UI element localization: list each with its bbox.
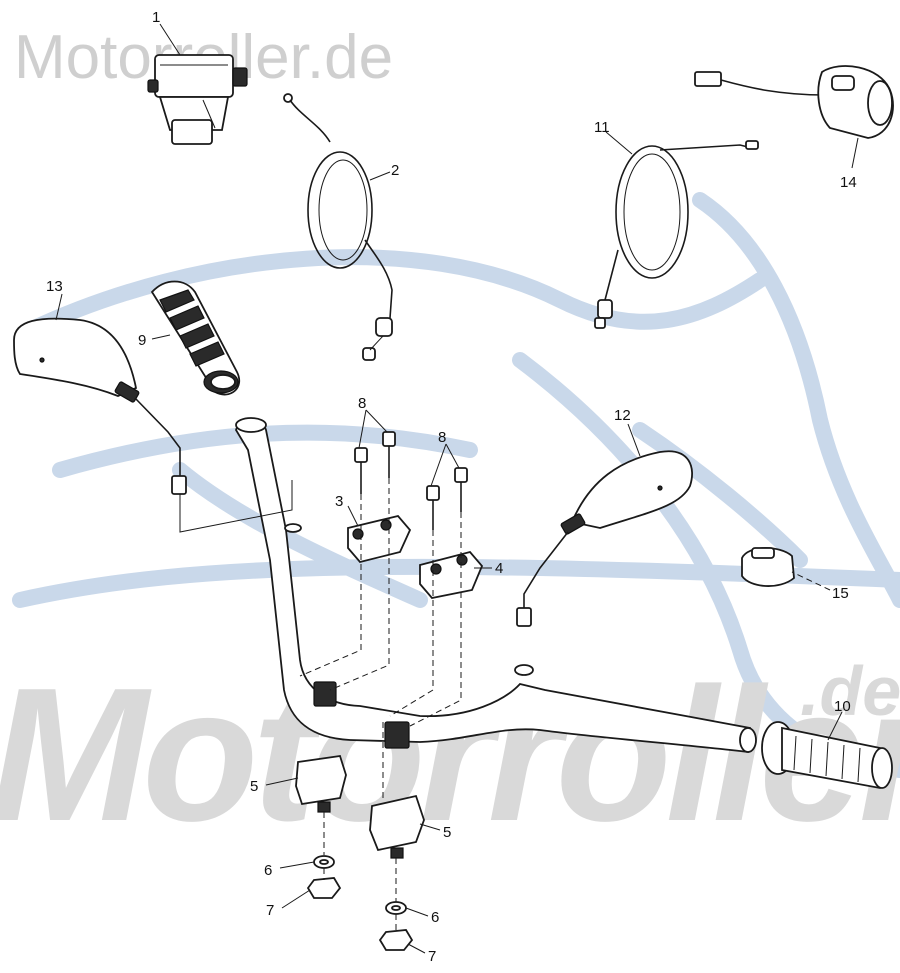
part-9-grip [150,280,240,396]
callout-7-left: 7 [266,902,274,919]
callout-leaders [55,23,859,954]
callout-9: 9 [138,332,146,349]
callout-12: 12 [614,407,631,424]
part-2-cable [283,93,393,361]
callout-5-left: 5 [250,778,258,795]
callout-8-left: 8 [358,395,366,412]
watermark-swoosh [12,192,900,778]
part-4-upper-clamp [419,550,484,599]
handlebar [235,417,757,754]
part-11-cable [594,140,759,329]
part-1-brake-master-cylinder [147,54,248,145]
callout-2: 2 [391,162,399,179]
part-3-upper-clamp [347,514,412,564]
callout-labels: 1 2 3 4 5 5 6 6 7 7 8 8 9 10 11 12 13 14… [46,9,857,965]
callout-6-left: 6 [264,862,272,879]
callout-15: 15 [832,585,849,602]
part-10-grip [761,721,893,789]
part-6-washers [313,855,407,915]
callout-7-right: 7 [428,948,436,965]
part-14-right-switch [694,65,894,139]
callout-10: 10 [834,698,851,715]
callout-5-right: 5 [443,824,451,841]
part-5-lower-clamp-right [369,794,425,859]
callout-8-right: 8 [438,429,446,446]
part-13-left-mirror [13,317,187,495]
watermark-big-text: Motorroller [0,649,900,861]
callout-3: 3 [335,493,343,510]
callout-6-right: 6 [431,909,439,926]
callout-11: 11 [594,119,610,136]
callout-13: 13 [46,278,63,295]
part-7-nuts [306,877,414,951]
part-8-bolts [354,431,468,530]
part-15-switch [741,547,795,587]
part-5-lower-clamp-left [295,755,347,813]
watermark-suffix-text: .de [800,652,900,730]
part-12-right-mirror [516,450,693,627]
callout-4: 4 [495,560,503,577]
callout-14: 14 [840,174,857,191]
assembly-dashed-lines [179,478,462,932]
callout-1: 1 [152,9,160,26]
